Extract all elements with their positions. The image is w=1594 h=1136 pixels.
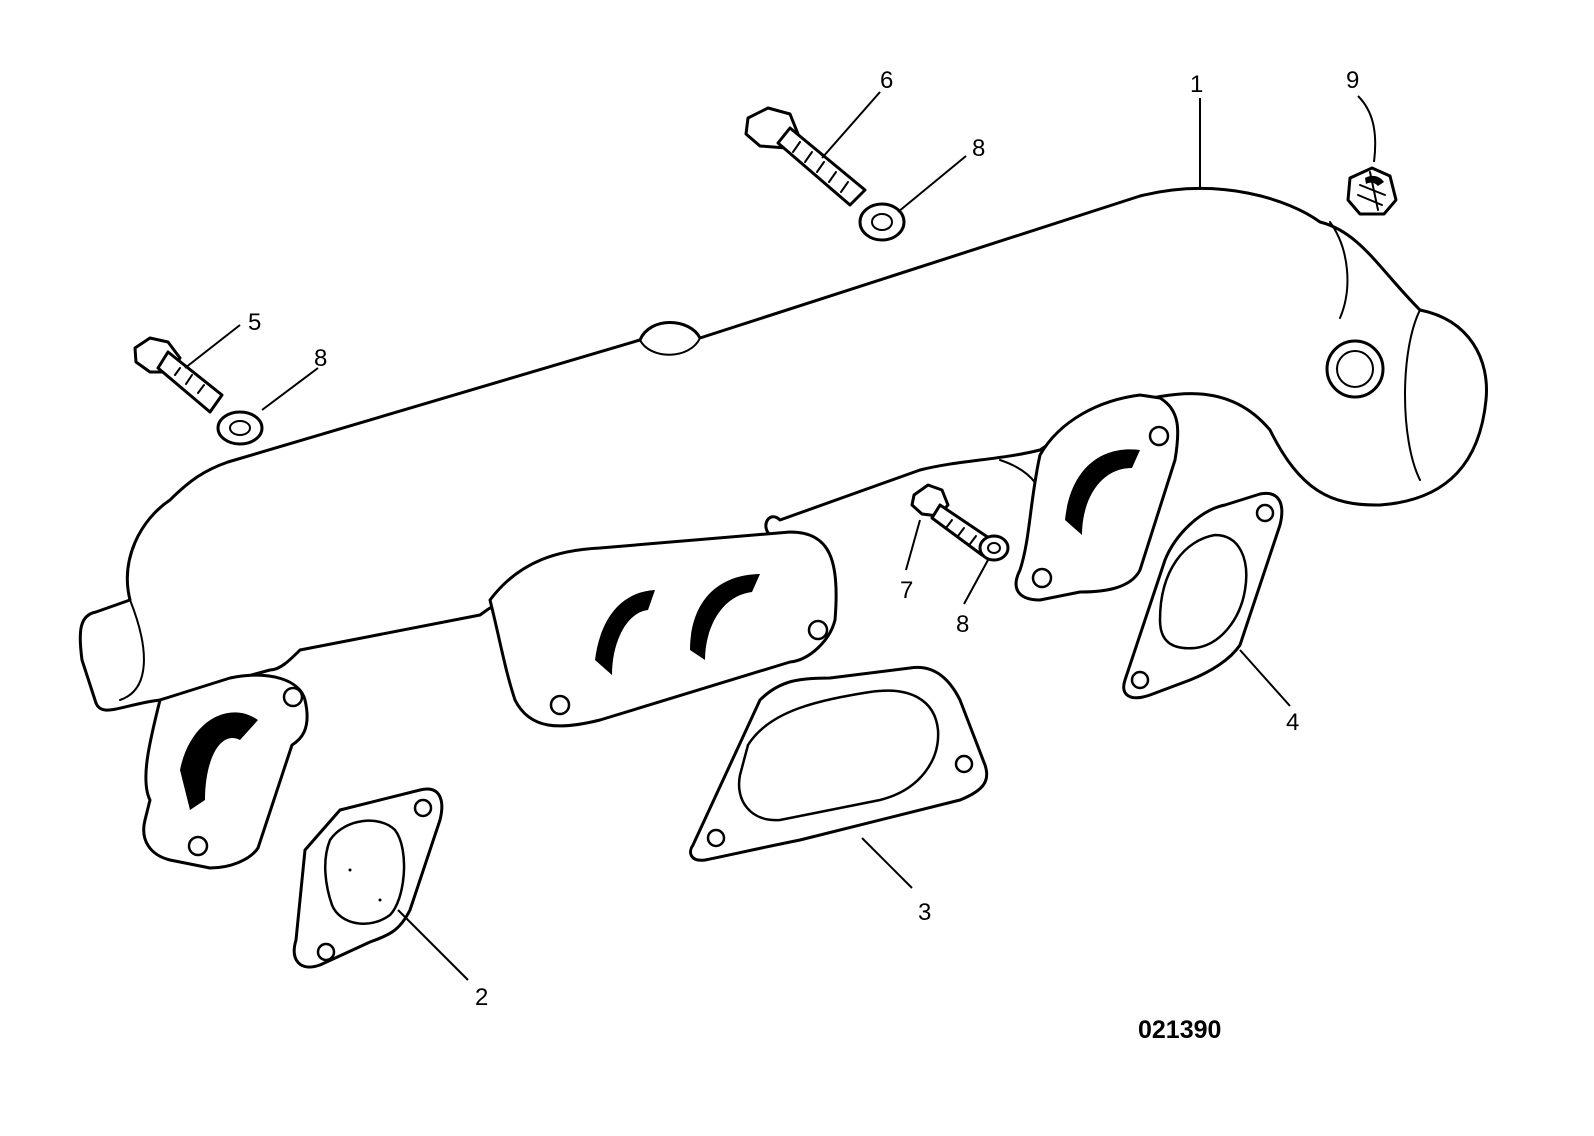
callout-6: 6: [880, 67, 893, 94]
plug-part-9: [1346, 166, 1398, 216]
leader-line-9: [1357, 95, 1377, 163]
callout-8-left: 8: [314, 345, 327, 372]
callout-4: 4: [1286, 709, 1299, 736]
bolt-part-6: [744, 106, 867, 207]
leader-line-5: [184, 324, 241, 369]
bolt-part-5: [133, 336, 224, 414]
leader-line-4: [1239, 649, 1291, 707]
callout-7: 7: [900, 577, 913, 604]
leader-line-6: [821, 91, 881, 159]
lock-washer-part-8-left: [216, 410, 264, 446]
callout-5: 5: [248, 309, 261, 336]
callout-9: 9: [1346, 67, 1359, 94]
lock-washer-part-8-top: [858, 202, 906, 242]
callout-2: 2: [475, 984, 488, 1011]
leader-line-8c: [963, 559, 989, 605]
callout-8-top: 8: [972, 135, 985, 162]
callout-1: 1: [1190, 71, 1203, 98]
gasket-part-3: [689, 665, 989, 862]
callout-3: 3: [918, 899, 931, 926]
exhaust-manifold-part-1: [78, 187, 1488, 870]
leader-line-8b: [897, 155, 967, 213]
leader-line-8a: [261, 367, 319, 411]
lock-washer-part-8-right: [978, 534, 1010, 562]
leader-line-7: [905, 519, 921, 571]
gasket-part-4: [1122, 491, 1284, 700]
drawing-number: 021390: [1138, 1016, 1221, 1044]
gasket-part-2: [292, 787, 444, 969]
leader-line-2: [397, 909, 469, 981]
leader-line-3: [861, 837, 913, 889]
callout-8-right: 8: [956, 611, 969, 638]
